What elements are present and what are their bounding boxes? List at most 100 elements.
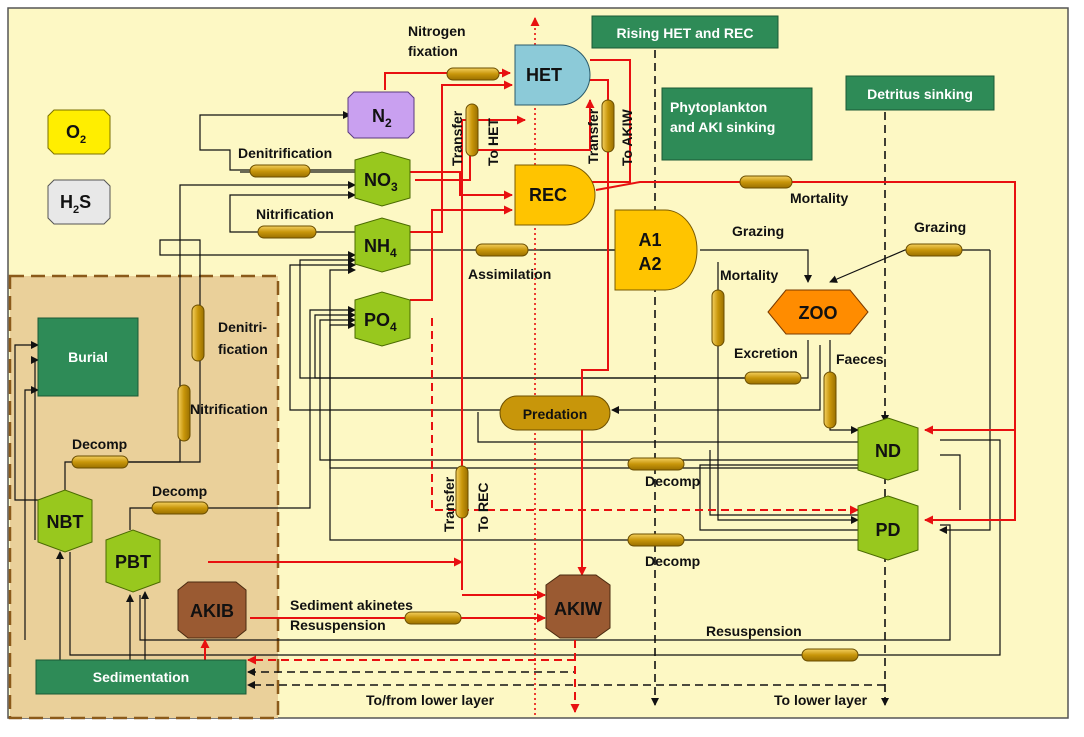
transfer-akiw-pipe bbox=[601, 99, 615, 153]
label-nitrogen-fixation-2: fixation bbox=[408, 43, 458, 59]
rec-label: REC bbox=[529, 185, 567, 205]
no3-sub: 3 bbox=[391, 180, 398, 194]
node-n2: N2 bbox=[347, 91, 415, 139]
h2s-sub: 2 bbox=[73, 204, 79, 216]
h2s-tail: S bbox=[79, 192, 91, 212]
label-decomp-nbt: Decomp bbox=[72, 436, 127, 452]
mortality-zoo-pipe bbox=[711, 289, 725, 347]
nitrogen-fixation-pipe bbox=[446, 67, 500, 81]
sedimentation-box: Sedimentation bbox=[93, 669, 189, 685]
burial-box: Burial bbox=[68, 349, 108, 365]
faeces-pipe bbox=[823, 371, 837, 429]
node-het: HET bbox=[514, 44, 591, 106]
o2-cylinder: O2 bbox=[47, 109, 111, 155]
sed-denitrification-pipe bbox=[191, 304, 205, 362]
label-to-from-lower: To/from lower layer bbox=[366, 692, 495, 708]
label-transfer-het-2: To HET bbox=[485, 118, 501, 166]
node-nbt: NBT bbox=[37, 489, 93, 553]
label-to-lower: To lower layer bbox=[774, 692, 868, 708]
label-decomp-pd: Decomp bbox=[645, 553, 700, 569]
label-grazing-b: Grazing bbox=[914, 219, 966, 235]
header-boxes: Rising HET and REC Phytoplankton and AKI… bbox=[35, 15, 995, 695]
sinking-lines bbox=[247, 17, 889, 715]
svg-text:PO4: PO4 bbox=[364, 310, 397, 334]
node-akib: AKIB bbox=[177, 581, 247, 639]
label-decomp-nd: Decomp bbox=[645, 473, 700, 489]
node-nd: ND bbox=[857, 417, 919, 481]
o2-sub: 2 bbox=[80, 134, 86, 146]
decomp-pbt-pipe bbox=[151, 501, 209, 515]
nitrification-pipe bbox=[257, 225, 317, 239]
a1-label: A1 bbox=[638, 230, 661, 250]
assimilation-pipe bbox=[475, 243, 529, 257]
label-assimilation: Assimilation bbox=[468, 266, 551, 282]
decomp-pd-pipe bbox=[627, 533, 685, 547]
phyto-sinking-header-1: Phytoplankton bbox=[670, 99, 767, 115]
label-sed-denitri-1: Denitri- bbox=[218, 319, 267, 335]
decomp-nd-pipe bbox=[627, 457, 685, 471]
node-no3: NO3 bbox=[354, 151, 411, 207]
label-excretion: Excretion bbox=[734, 345, 798, 361]
process-labels: Nitrogen fixation Denitrification Nitrif… bbox=[72, 23, 966, 708]
rising-header: Rising HET and REC bbox=[617, 25, 754, 41]
transfer-rec-pipe bbox=[455, 465, 469, 519]
svg-text:NH4: NH4 bbox=[364, 236, 397, 260]
svg-text:O2: O2 bbox=[66, 122, 86, 146]
n2-sub: 2 bbox=[385, 116, 392, 130]
nh4-sub: 4 bbox=[390, 246, 397, 260]
node-predation: Predation bbox=[499, 395, 611, 431]
svg-text:N2: N2 bbox=[372, 106, 392, 130]
detritus-sinking-header: Detritus sinking bbox=[867, 86, 973, 102]
label-nitrogen-fixation-1: Nitrogen bbox=[408, 23, 466, 39]
no3-text: NO bbox=[364, 170, 391, 190]
label-mortality-zoo: Mortality bbox=[720, 267, 779, 283]
excretion-pipe bbox=[744, 371, 802, 385]
transfer-het-pipe bbox=[465, 103, 479, 157]
mortality-top-pipe bbox=[739, 175, 793, 189]
node-akiw: AKIW bbox=[545, 574, 611, 639]
zoo-label: ZOO bbox=[799, 303, 838, 323]
label-mortality-top: Mortality bbox=[790, 190, 849, 206]
sed-nitrification-pipe bbox=[177, 384, 191, 442]
label-resuspension: Resuspension bbox=[706, 623, 802, 639]
pd-label: PD bbox=[875, 520, 900, 540]
label-transfer-rec-1: Transfer bbox=[441, 476, 457, 532]
label-transfer-rec-2: To REC bbox=[475, 482, 491, 532]
svg-text:H2S: H2S bbox=[60, 192, 91, 216]
node-pd: PD bbox=[857, 495, 919, 561]
akib-label: AKIB bbox=[190, 601, 234, 621]
het-label: HET bbox=[526, 65, 562, 85]
h2s-cylinder: H2S bbox=[47, 179, 111, 225]
label-sed-nitrification: Nitrification bbox=[190, 401, 268, 417]
label-transfer-akiw-2: To AKIW bbox=[619, 108, 635, 166]
predation-label: Predation bbox=[523, 406, 588, 422]
nd-label: ND bbox=[875, 441, 901, 461]
denitrification-pipe bbox=[249, 164, 311, 178]
label-transfer-akiw-1: Transfer bbox=[585, 108, 601, 164]
o2-text: O bbox=[66, 122, 80, 142]
nh4-text: NH bbox=[364, 236, 390, 256]
label-resuspension-aki: Resuspension bbox=[290, 617, 386, 633]
svg-text:NO3: NO3 bbox=[364, 170, 398, 194]
red-flow-lines bbox=[200, 59, 1016, 660]
label-nitrification: Nitrification bbox=[256, 206, 334, 222]
decomp-nbt-pipe bbox=[71, 455, 129, 469]
phyto-sinking-header-2: and AKI sinking bbox=[670, 119, 775, 135]
label-denitrification: Denitrification bbox=[238, 145, 332, 161]
process-pipes bbox=[71, 67, 963, 662]
grazing-b-pipe bbox=[905, 243, 963, 257]
label-faeces: Faeces bbox=[836, 351, 884, 367]
a2-label: A2 bbox=[638, 254, 661, 274]
node-pbt: PBT bbox=[105, 529, 161, 593]
akiw-label: AKIW bbox=[554, 599, 602, 619]
pbt-label: PBT bbox=[115, 552, 151, 572]
nbt-label: NBT bbox=[47, 512, 84, 532]
po4-sub: 4 bbox=[390, 320, 397, 334]
label-transfer-het-1: Transfer bbox=[449, 110, 465, 166]
label-decomp-pbt: Decomp bbox=[152, 483, 207, 499]
node-nh4: NH4 bbox=[354, 217, 411, 273]
label-grazing-a: Grazing bbox=[732, 223, 784, 239]
n2-text: N bbox=[372, 106, 385, 126]
